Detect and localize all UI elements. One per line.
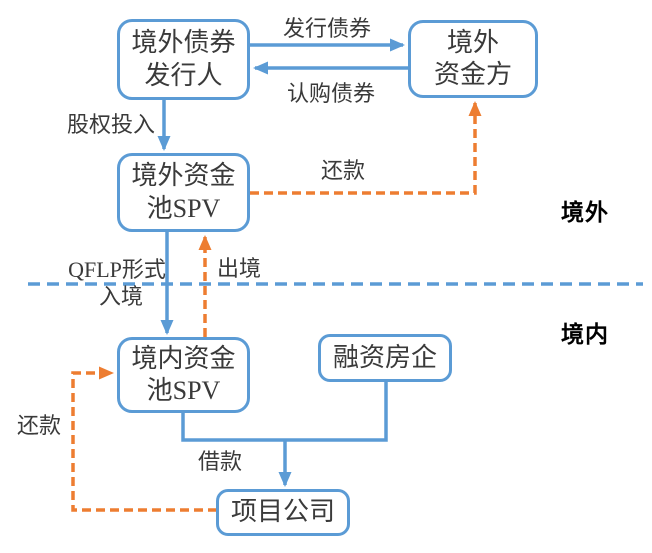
label-equity-injection: 股权投入: [66, 112, 156, 137]
label-repayment-onshore: 还款: [16, 413, 62, 438]
node-financing-developer-label: 融资房企: [332, 342, 437, 372]
label-subscribe-bonds: 认购债券: [286, 81, 376, 106]
node-offshore-funder: 境外 资金方: [408, 20, 538, 98]
label-loan: 借款: [197, 449, 243, 474]
node-onshore-pool-spv-line2: 池SPV: [146, 376, 221, 405]
node-project-company-label: 项目公司: [230, 497, 335, 527]
label-qflp-entry-line1: QFLP形式: [68, 257, 166, 282]
node-offshore-pool-spv-line2: 池SPV: [146, 193, 221, 223]
node-onshore-pool-spv-line1: 境内资金: [131, 343, 236, 373]
arrow-repayment-onshore: [71, 366, 217, 512]
node-financing-developer: 融资房企: [318, 334, 452, 382]
arrow-repayment-offshore: [250, 101, 482, 195]
node-offshore-bond-issuer: 境外债券 发行人: [117, 19, 250, 100]
label-repayment-offshore: 还款: [320, 158, 366, 183]
region-label-offshore: 境外: [561, 199, 609, 225]
node-offshore-funder-line2: 资金方: [433, 60, 512, 89]
label-exit-abroad: 出境: [216, 256, 262, 281]
node-offshore-bond-issuer-line1: 境外债券: [131, 28, 236, 57]
node-project-company: 项目公司: [216, 489, 350, 536]
label-qflp-entry-line2: 入境: [98, 284, 144, 309]
node-offshore-funder-line1: 境外: [446, 27, 499, 57]
region-label-onshore: 境内: [561, 321, 609, 347]
node-offshore-bond-issuer-line2: 发行人: [144, 60, 223, 90]
node-offshore-pool-spv-line1: 境外资金: [131, 161, 236, 190]
node-onshore-pool-spv: 境内资金 池SPV: [117, 337, 250, 413]
node-offshore-pool-spv: 境外资金 池SPV: [117, 153, 250, 232]
label-issue-bonds: 发行债券: [282, 16, 372, 41]
